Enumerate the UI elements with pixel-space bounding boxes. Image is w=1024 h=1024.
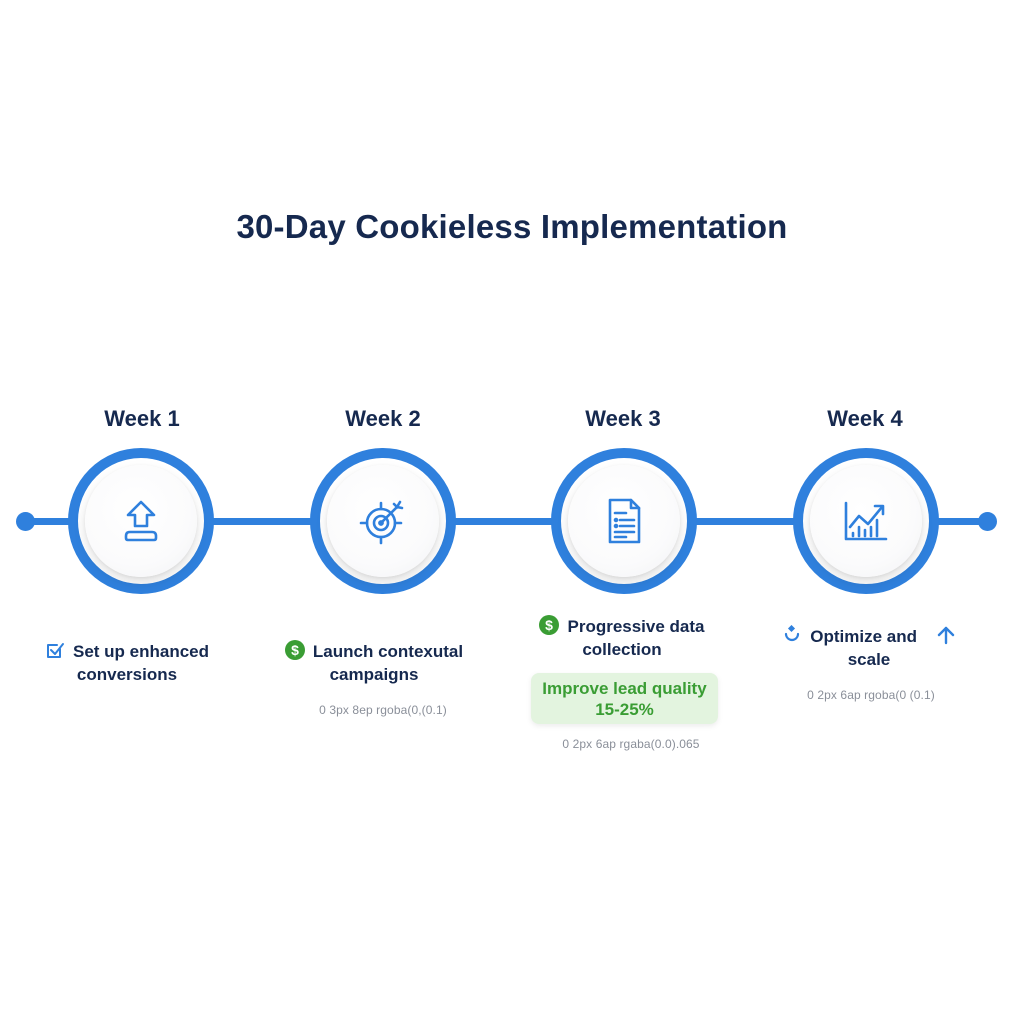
week-1-task-line2: conversions <box>76 665 178 684</box>
week-3-note: 0 2px 6ap rgaba(0.0).065 <box>562 737 700 751</box>
week-4-task-line1: Optimize and <box>810 627 917 646</box>
week-4-task-line2: scale <box>847 650 891 669</box>
chart-growth-icon <box>844 501 888 541</box>
badge-line1: Improve lead quality <box>542 679 707 698</box>
week-3-node <box>551 448 697 594</box>
week-3-task-line2: collection <box>582 640 662 659</box>
week-2-label: Week 2 <box>345 406 421 431</box>
week-3-task-line1: Progressive data <box>567 617 705 636</box>
refresh-icon <box>785 625 800 642</box>
target-icon <box>359 500 404 545</box>
badge-line2: 15-25% <box>595 700 654 719</box>
week-4-note: 0 2px 6ap rgoba(0 (0.1) <box>807 688 935 702</box>
checkbox-icon <box>46 643 64 658</box>
week-2-task-line1: Launch contexutal <box>312 642 464 661</box>
timeline-start-dot <box>16 512 35 531</box>
dollar-icon: $ <box>284 640 305 660</box>
week-3-label: Week 3 <box>585 406 661 431</box>
week-1-task: Set up enhanced conversions <box>12 640 242 686</box>
week-1-task-line1: Set up enhanced <box>72 642 210 661</box>
week-2-note: 0 3px 8ep rgoba(0,(0.1) <box>319 703 447 717</box>
timeline-line <box>25 518 988 525</box>
page-title: 30-Day Cookieless Implementation <box>236 208 788 245</box>
svg-text:$: $ <box>546 617 554 633</box>
week-2-node <box>310 448 456 594</box>
document-icon <box>608 498 641 544</box>
week-4-task: Optimize and scale <box>754 625 984 671</box>
svg-text:$: $ <box>291 642 299 658</box>
week-2-task-line2: campaigns <box>329 665 419 684</box>
week-1-node <box>68 448 214 594</box>
lead-quality-badge: Improve lead quality 15-25% <box>531 673 718 724</box>
week-2-task: $ Launch contexutal campaigns <box>259 640 489 686</box>
dollar-icon: $ <box>539 615 560 635</box>
upload-icon <box>124 500 158 542</box>
week-1-label: Week 1 <box>104 406 180 431</box>
arrow-up-icon <box>937 626 954 645</box>
week-4-label: Week 4 <box>827 406 903 431</box>
timeline-end-dot <box>978 512 997 531</box>
week-3-task: $ Progressive data collection <box>507 615 737 661</box>
week-4-node <box>793 448 939 594</box>
